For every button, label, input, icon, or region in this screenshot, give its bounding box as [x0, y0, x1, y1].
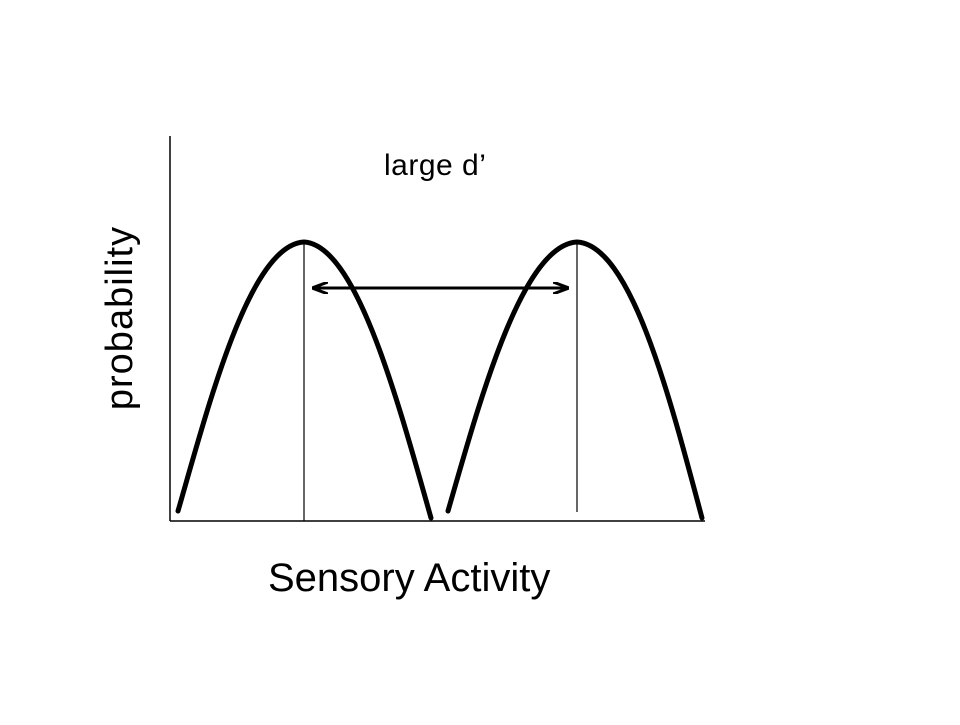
signal-distribution-curve: [445, 239, 705, 521]
d-prime-label: large d’: [384, 149, 487, 182]
x-axis-label: Sensory Activity: [268, 556, 551, 600]
y-axis-label: probability: [99, 225, 141, 411]
